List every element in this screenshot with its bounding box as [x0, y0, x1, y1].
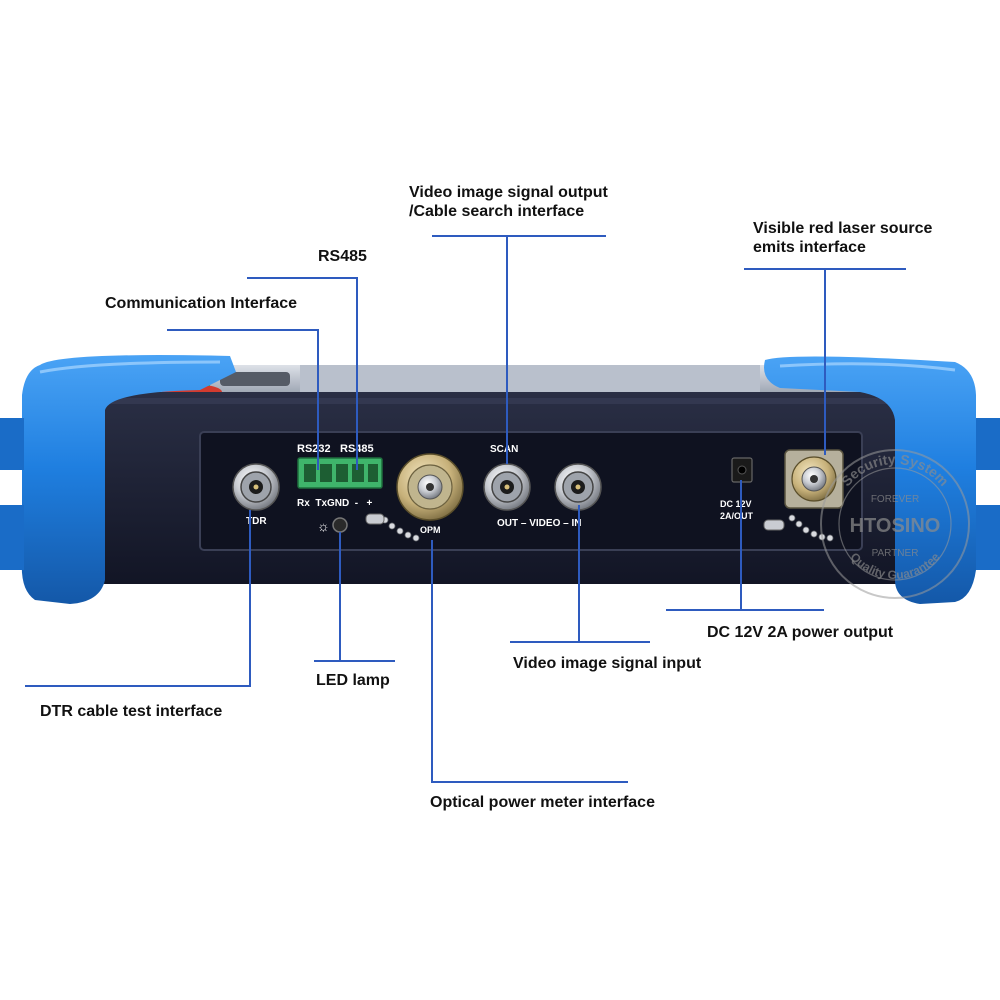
callout-rs485-line1: RS485	[318, 248, 367, 265]
svg-text:Security System: Security System	[838, 451, 952, 489]
watermark-brand: HTOSINO	[850, 515, 941, 537]
video-in-bnc-connector[interactable]	[554, 463, 602, 511]
watermark-top-arc: Security System	[838, 451, 952, 489]
callout-dc-power: DC 12V 2A power output	[707, 623, 893, 642]
callout-optical: Optical power meter interface	[430, 793, 655, 812]
left-bumper	[0, 355, 236, 604]
callout-video-output-line1: Video image signal output	[409, 184, 608, 201]
callout-laser-line2: emits interface	[753, 239, 866, 256]
scan-label: SCAN	[490, 444, 518, 455]
terminal-block[interactable]	[297, 457, 383, 489]
callout-led: LED lamp	[316, 671, 390, 690]
dc-label-line1: DC 12V	[720, 499, 752, 509]
watermark-forever: FOREVER	[871, 494, 919, 505]
callout-dtr: DTR cable test interface	[40, 702, 222, 721]
tdr-label: TDR	[246, 516, 267, 527]
leader-rs485	[247, 277, 358, 470]
video-out-bnc-connector[interactable]	[483, 463, 531, 511]
callout-rs485: RS485	[318, 247, 367, 266]
out-video-in-label: OUT – VIDEO – IN	[497, 518, 581, 529]
opm-label: OPM	[420, 525, 441, 535]
callout-communication-line1: Communication Interface	[105, 295, 298, 312]
callout-dc-power-line1: DC 12V 2A power output	[707, 624, 894, 641]
svg-text:☼: ☼	[317, 518, 330, 534]
leader-lines	[25, 235, 906, 783]
leader-communication	[167, 329, 319, 470]
callout-video-output-line2: /Cable search interface	[409, 203, 585, 220]
opm-optical-connector[interactable]	[365, 453, 464, 542]
led-lamp: ☼	[317, 517, 348, 534]
watermark-partner: PARTNER	[872, 548, 919, 559]
callout-video-output: Video image signal output /Cable search …	[409, 183, 608, 221]
leader-led	[314, 532, 395, 662]
callout-communication: Communication Interface	[105, 294, 297, 313]
callout-laser-line1: Visible red laser source	[753, 220, 933, 237]
callout-video-input: Video image signal input	[513, 654, 701, 673]
leader-dc-power	[666, 480, 824, 611]
dc-power-jack[interactable]	[731, 457, 753, 483]
rs232-label: RS232	[297, 443, 331, 455]
leader-video-input	[510, 505, 650, 643]
watermark-seal: Security System Quality Guarantee FOREVE…	[820, 449, 970, 599]
tdr-bnc-connector[interactable]	[232, 463, 280, 511]
callout-optical-line1: Optical power meter interface	[430, 794, 655, 811]
dc-label-line2: 2A/OUT	[720, 511, 754, 521]
laser-source-connector[interactable]	[763, 449, 844, 542]
leader-optical	[431, 540, 628, 783]
callout-laser: Visible red laser source emits interface	[753, 219, 932, 257]
callout-led-line1: LED lamp	[316, 672, 390, 689]
callout-video-input-line1: Video image signal input	[513, 655, 702, 672]
leader-dtr	[25, 510, 251, 687]
right-bumper	[764, 356, 1000, 604]
callout-dtr-line1: DTR cable test interface	[40, 703, 223, 720]
terminal-pin-labels: Rx TxGND - +	[297, 498, 372, 509]
